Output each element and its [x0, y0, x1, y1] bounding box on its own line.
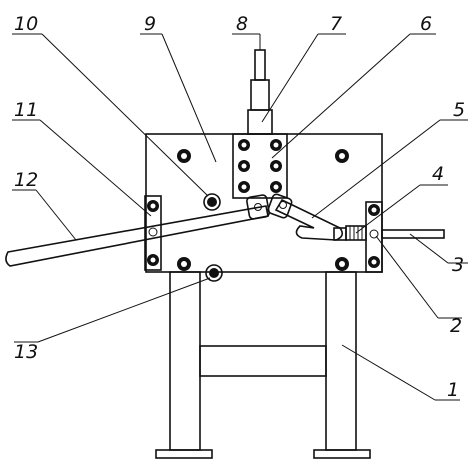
label-7: 7: [330, 13, 342, 35]
label-10: 10: [14, 13, 38, 35]
right-foot: [313, 449, 371, 459]
link-arm: [274, 198, 344, 241]
handle-lever: [5, 205, 269, 267]
roller-10: [203, 193, 221, 211]
part-labels: 1 2 3 4 5 6 7 8 9 10 11 12 13: [14, 13, 465, 401]
pivot-links: [246, 193, 293, 220]
plate-bolts: [177, 149, 349, 271]
rod-top: [254, 49, 266, 81]
stand-frame: [155, 271, 371, 459]
label-1: 1: [447, 379, 459, 401]
sleeve: [333, 225, 367, 241]
label-9: 9: [144, 13, 156, 35]
pivot-plate-b: [267, 193, 293, 219]
bolt-block: [232, 133, 288, 199]
roller-13: [205, 264, 223, 282]
vertical-rod-assembly: [247, 49, 273, 135]
label-2: 2: [450, 315, 462, 337]
pivot-plate-a: [246, 194, 270, 220]
label-13: 13: [14, 341, 38, 363]
slide-block: [247, 109, 273, 135]
left-bracket: [144, 195, 162, 271]
bolt-block-body: [232, 133, 288, 199]
label-12: 12: [14, 169, 38, 191]
label-3: 3: [452, 254, 464, 276]
push-rod: [381, 229, 445, 239]
left-foot: [155, 449, 213, 459]
leader-lines: [12, 33, 468, 401]
sleeve-body: [345, 225, 367, 241]
left-leg: [169, 271, 201, 451]
push-rod-body: [381, 229, 445, 239]
lever-body: [5, 205, 269, 267]
label-8: 8: [236, 13, 248, 35]
right-leg: [325, 271, 357, 451]
label-11: 11: [14, 99, 38, 121]
connecting-link: [274, 198, 344, 241]
cross-brace: [199, 345, 327, 377]
left-bracket-body: [144, 195, 162, 271]
label-5: 5: [453, 99, 465, 121]
right-bracket: [365, 201, 383, 273]
label-4: 4: [432, 163, 444, 185]
label-6: 6: [420, 13, 432, 35]
rod-mid: [250, 79, 270, 111]
